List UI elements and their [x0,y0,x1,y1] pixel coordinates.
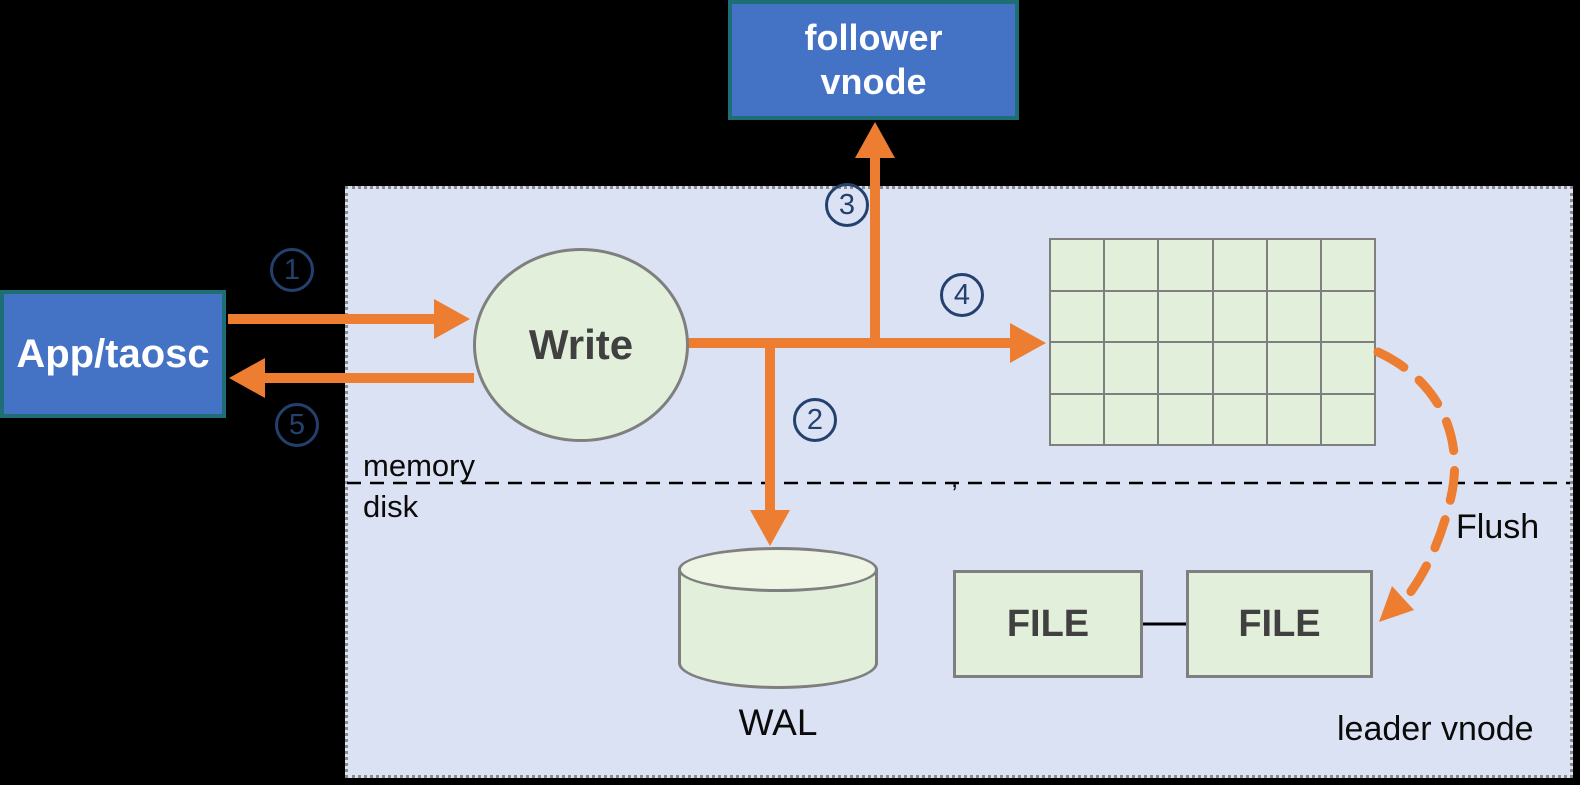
memtable-cell [1267,291,1320,341]
arrow-5-head [229,358,265,398]
memtable-cell [1159,394,1212,444]
step-badge-3: 3 [825,183,869,227]
memtable-cell [1321,240,1374,290]
step-badge-2: 2 [793,398,837,442]
memtable-cell [1105,394,1158,444]
memtable-cell [1051,240,1104,290]
app-taosc-label: App/taosc [16,331,210,376]
app-taosc-node: App/taosc [0,290,226,418]
arrow-3-head [855,122,895,158]
step-badge-4: 4 [940,273,984,317]
follower-vnode-label: follower vnode [804,17,943,102]
write-label: Write [528,321,634,368]
leader-vnode-label: leader vnode [1337,710,1534,748]
memtable-cell [1105,291,1158,341]
memtable-cell [1213,291,1266,341]
memtable-cell [1213,394,1266,444]
wal-label: WAL [738,702,818,743]
memtable-cell [1213,240,1266,290]
memtable-cell [1159,343,1212,393]
step-badge-1: 1 [270,248,314,292]
memory-label: memory [363,448,475,483]
memtable-cell [1159,240,1212,290]
memtable-cell [1267,394,1320,444]
memtable-cell [1321,394,1374,444]
memtable-cell [1051,394,1104,444]
memtable-cell [1105,240,1158,290]
file-1-label: FILE [1006,602,1090,645]
memtable-cell [1159,291,1212,341]
follower-vnode-node: follower vnode [728,0,1019,120]
memtable-cell [1051,343,1104,393]
memtable-cell [1321,343,1374,393]
file-box-1: FILE [953,570,1143,678]
memtable-cell [1051,291,1104,341]
memtable-cell [1105,343,1158,393]
flush-label: Flush [1456,508,1540,546]
memtable-cell [1267,343,1320,393]
write-node: Write [473,248,689,442]
file-2-label: FILE [1238,602,1321,645]
wal-cylinder-top [678,547,878,592]
memtable-cell [1321,291,1374,341]
memtable-grid [1049,238,1376,446]
file-box-2: FILE [1186,570,1373,678]
disk-label: disk [363,489,419,524]
divider-tick-mark: , [951,463,959,493]
memtable-cell [1213,343,1266,393]
memtable-cell [1267,240,1320,290]
step-badge-5: 5 [275,403,319,447]
